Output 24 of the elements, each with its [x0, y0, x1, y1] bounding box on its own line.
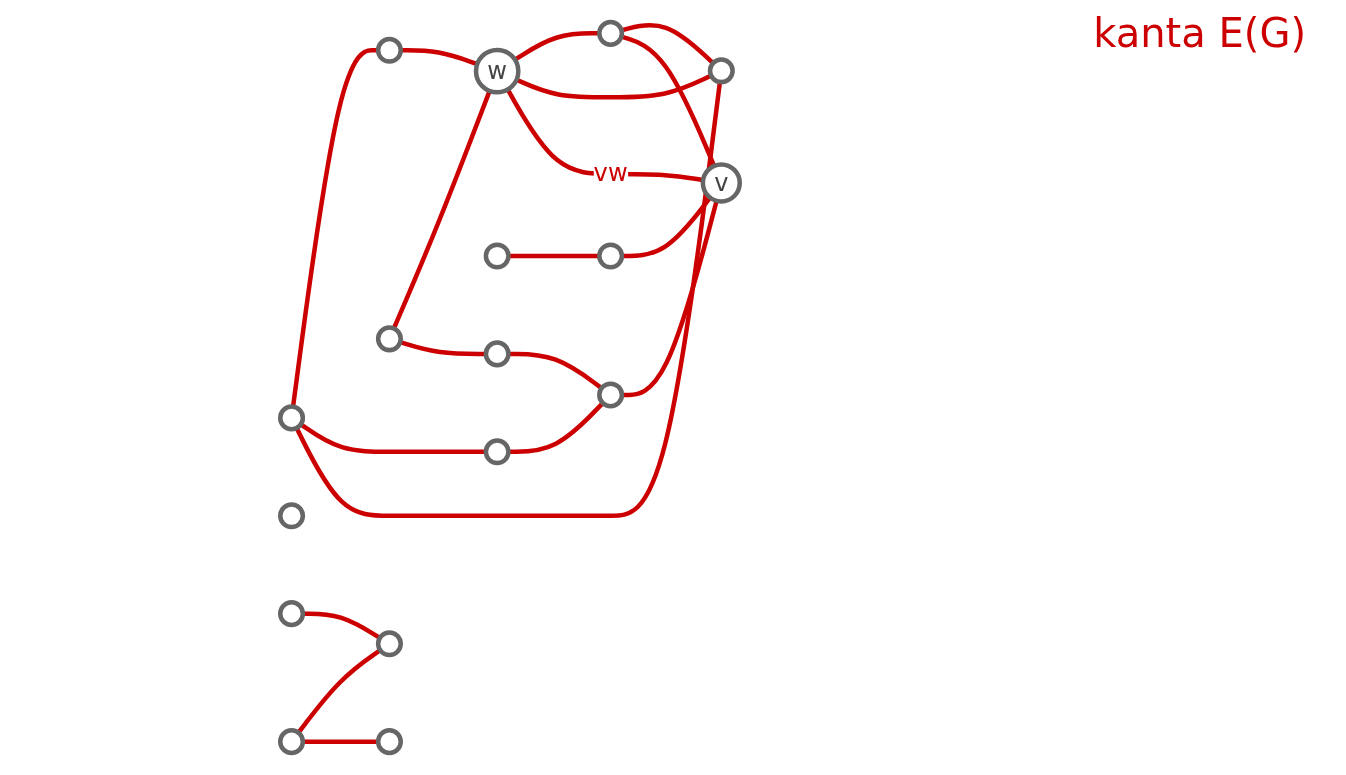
connector — [620, 34, 717, 167]
connector — [294, 81, 723, 519]
node-circle — [375, 728, 403, 756]
annotation-text: kanta E(G) — [1093, 10, 1306, 56]
node-circle — [278, 728, 306, 756]
node-circle — [483, 438, 511, 466]
node-circle — [278, 404, 306, 432]
edge-label: vw — [593, 158, 628, 188]
connector — [391, 90, 492, 330]
node-circle — [483, 242, 511, 270]
node-circle — [597, 381, 625, 409]
node-circle — [375, 36, 403, 64]
connector — [296, 648, 382, 735]
node-circle — [597, 19, 625, 47]
node-circle — [597, 242, 625, 270]
node-circle — [375, 325, 403, 353]
node-circle — [278, 600, 306, 628]
node-circle: v — [700, 162, 742, 204]
node-circle — [707, 57, 735, 85]
node-circle — [278, 502, 306, 530]
node-circle — [483, 340, 511, 368]
node-circle — [375, 630, 403, 658]
node-circle: w — [473, 47, 521, 95]
connector — [299, 422, 486, 455]
